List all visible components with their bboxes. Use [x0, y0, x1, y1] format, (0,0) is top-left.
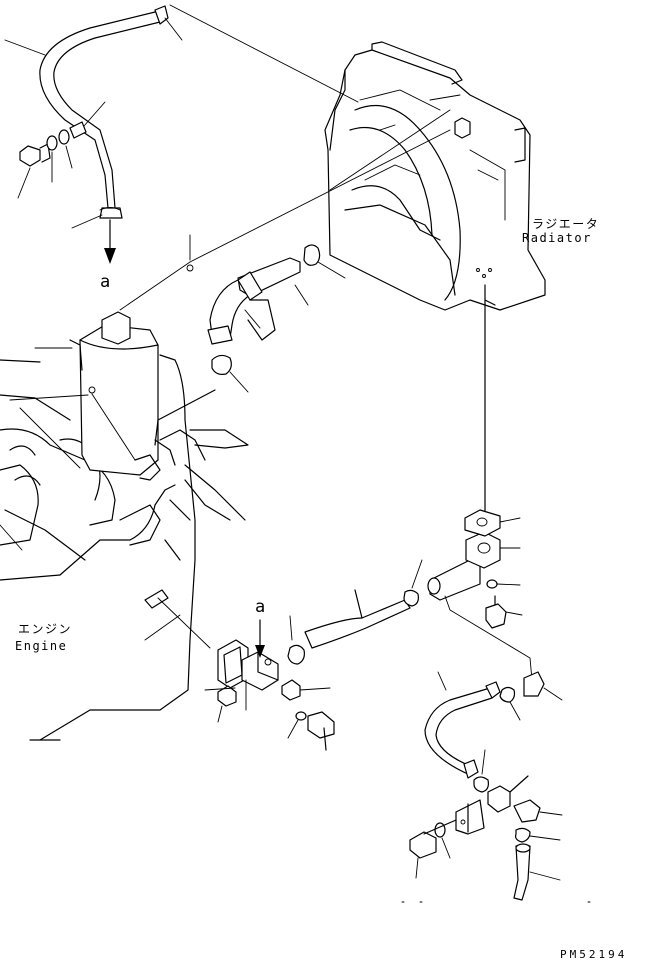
radiator-label-en: Radiator	[522, 231, 592, 245]
drain-line-long	[444, 595, 533, 681]
upper-radiator-hose	[207, 257, 301, 345]
lower-radiator-pipe	[427, 531, 501, 601]
engine-label-en: Engine	[15, 639, 67, 653]
elbow-fitting	[523, 671, 545, 697]
bolt-lower	[307, 711, 335, 751]
drain-cock	[281, 679, 301, 701]
radiator-label-jp: ラジエータ	[532, 217, 599, 231]
gasket-upper	[464, 509, 501, 537]
drain-tube-end	[513, 843, 531, 901]
leader-hose-top	[4, 39, 46, 56]
washer-right	[486, 579, 498, 589]
drawing-code: PM52194	[560, 948, 627, 961]
leader-clip-top	[164, 17, 183, 41]
upper-pipe-line	[119, 129, 451, 311]
plug	[217, 685, 237, 707]
mounting-bracket	[455, 799, 485, 835]
bolt-bottom	[409, 819, 457, 859]
lower-hose	[304, 589, 411, 649]
engine-label-jp: エンジン	[18, 622, 72, 636]
bolt-right	[485, 595, 507, 629]
hose-clamp-lower	[211, 354, 232, 375]
upper-tie-rod	[169, 4, 359, 103]
engine-block	[0, 354, 249, 741]
reference-arrow-a-top	[104, 219, 116, 264]
fitting-small	[513, 799, 541, 823]
bracket-small	[144, 589, 169, 609]
drain-hose-assembly	[424, 681, 501, 779]
hose-clamp-upper	[303, 244, 321, 266]
reference-a-bottom: a	[255, 597, 265, 617]
overflow-hose	[39, 5, 169, 219]
coolant-tank	[69, 311, 216, 481]
hose-clamp-mid	[287, 644, 305, 665]
radiator-assembly	[324, 41, 546, 311]
outlet-block-a	[217, 619, 279, 691]
clip-bolt-set	[19, 101, 106, 167]
reference-a-top: a	[100, 272, 110, 292]
drain-valve	[487, 775, 529, 813]
washer	[295, 711, 307, 721]
